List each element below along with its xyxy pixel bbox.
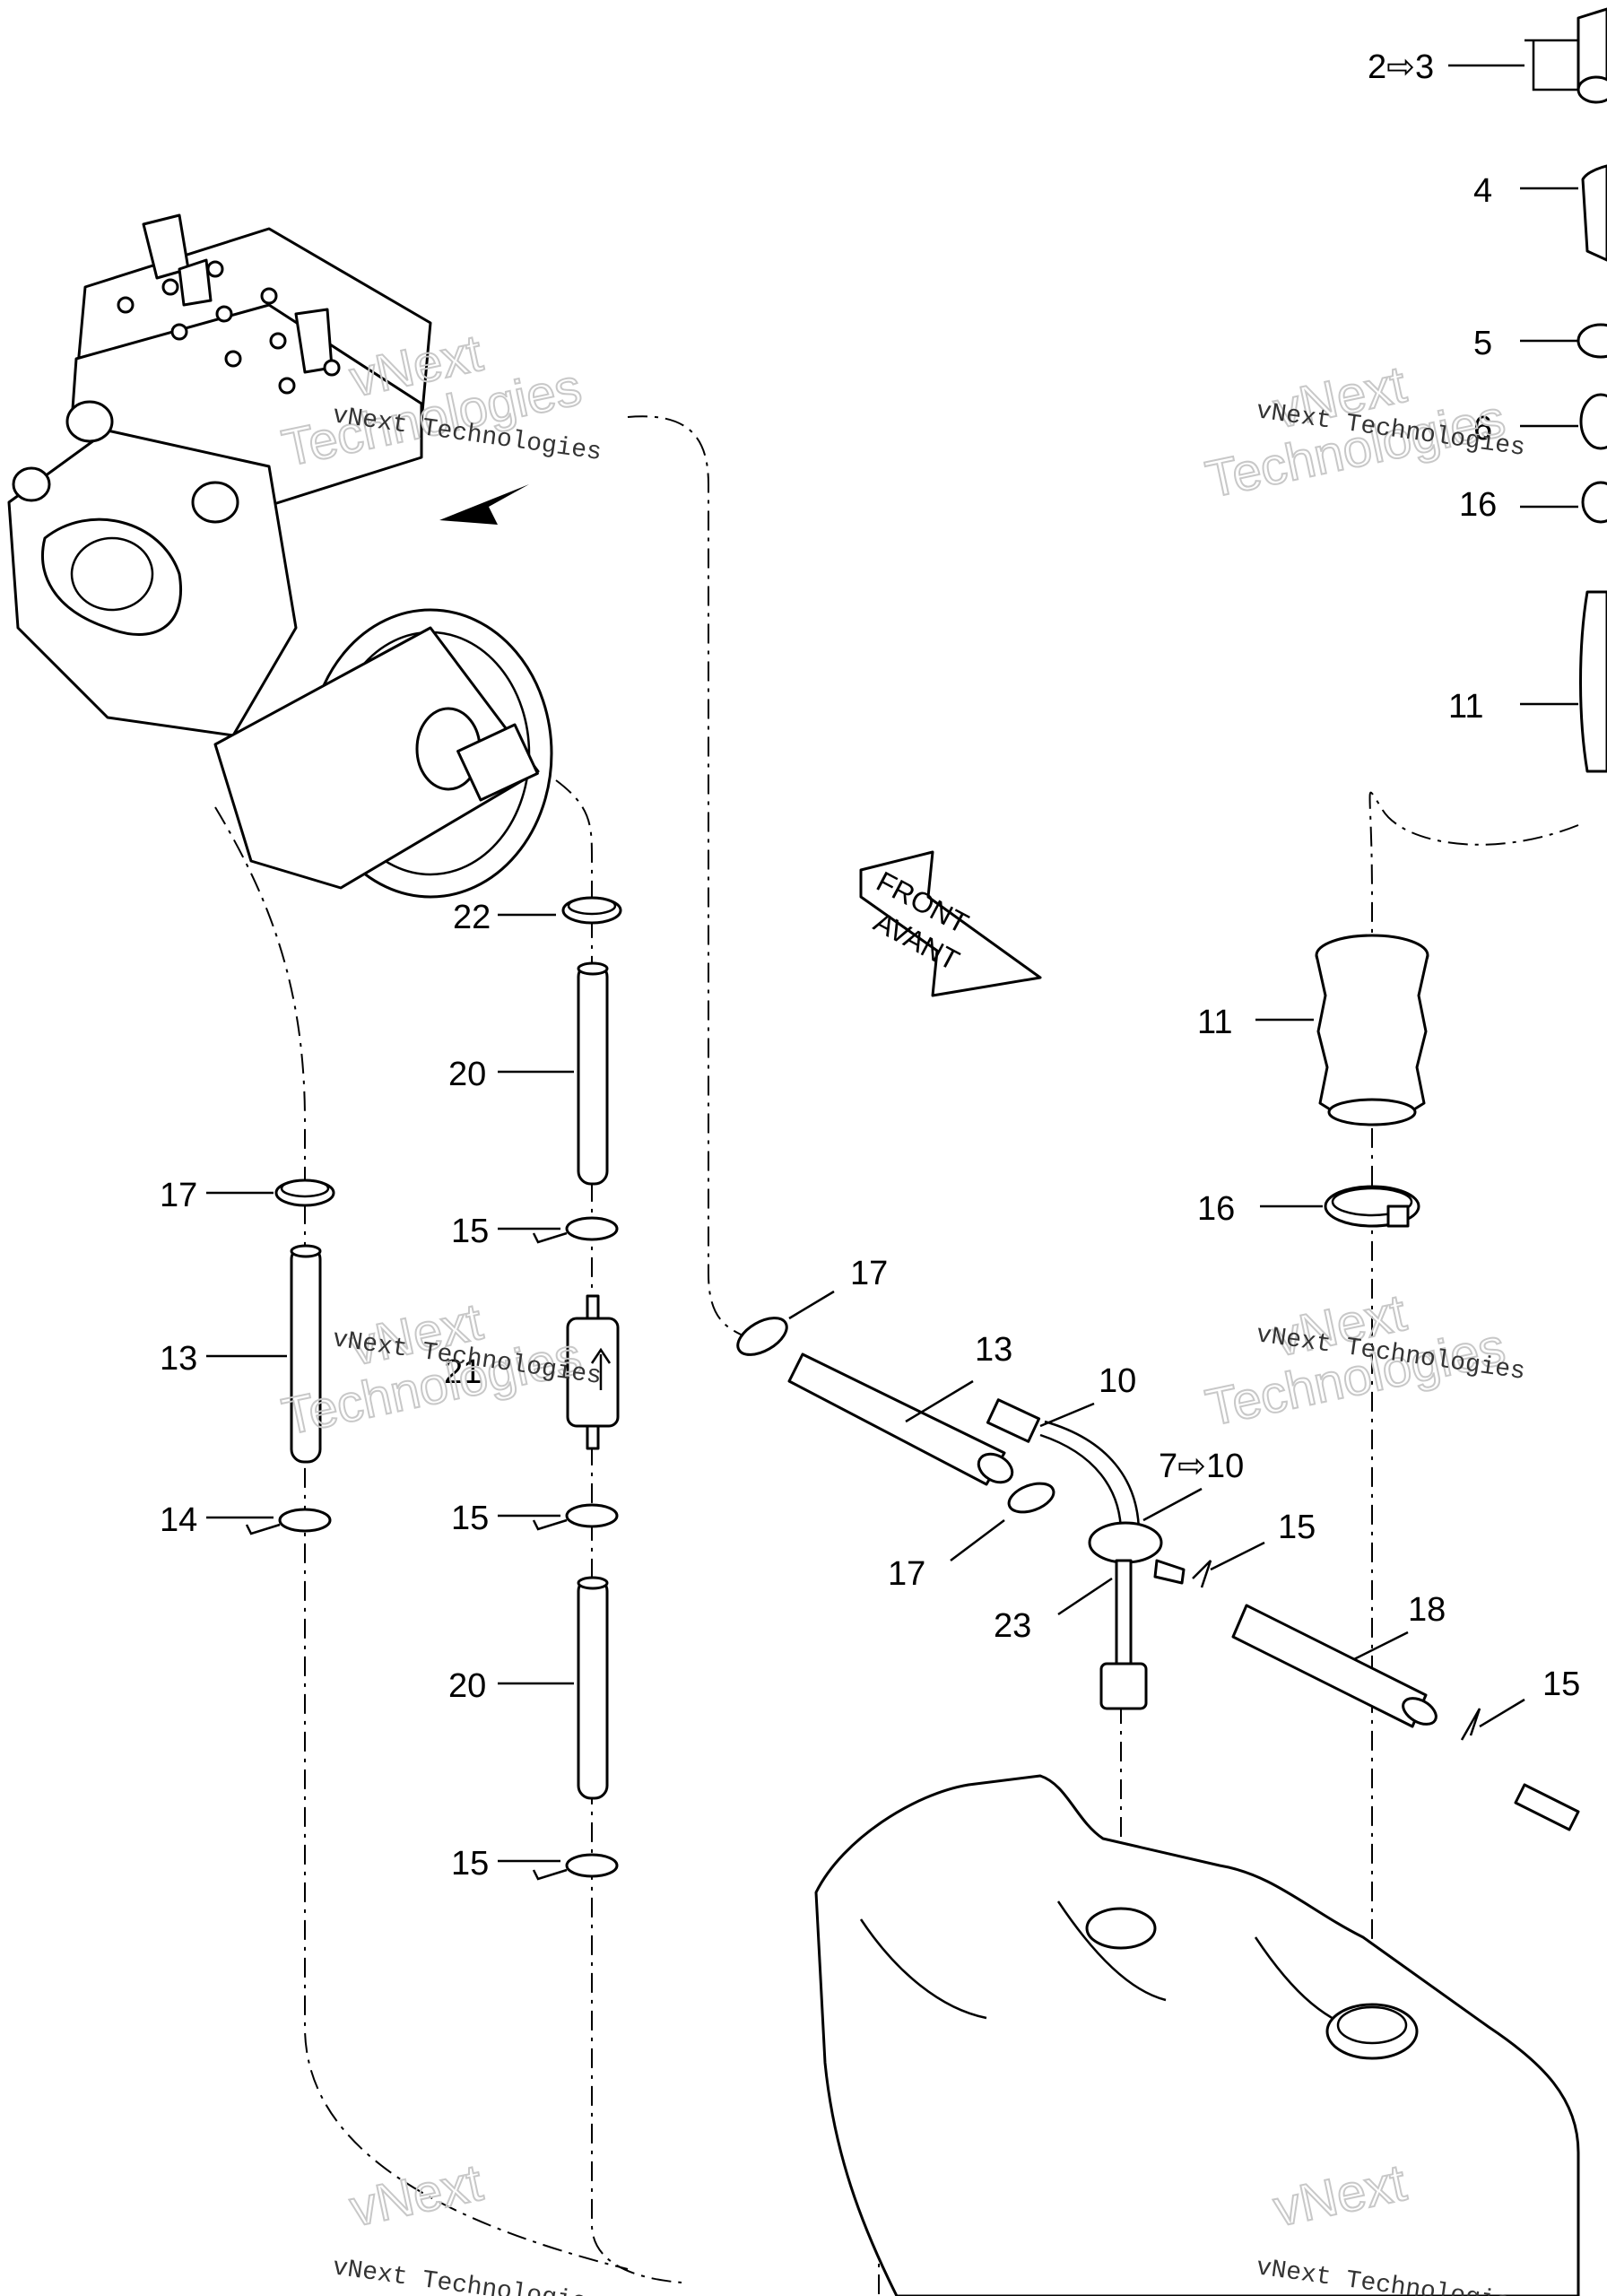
callout-2-3: 2⇨3 — [1368, 48, 1434, 86]
callout-22: 22 — [453, 899, 491, 936]
front-arrow: FRONT AVANT — [859, 850, 1042, 997]
callout-17: 17 — [160, 1177, 197, 1214]
callout-16: 16 — [1459, 486, 1497, 524]
diagonal-hose-chain — [736, 1317, 1580, 1831]
callout-7-10: 7⇨10 — [1159, 1448, 1244, 1485]
callout-4: 4 — [1473, 172, 1492, 210]
flow-arrow-icon — [590, 1347, 612, 1390]
callout-15: 15 — [1278, 1509, 1316, 1546]
callout-17: 17 — [888, 1555, 925, 1593]
callout-23: 23 — [994, 1607, 1031, 1645]
watermark-text: vNext Technologies — [331, 2254, 604, 2296]
center-hose-chain — [532, 896, 622, 1881]
callout-11: 11 — [1197, 1004, 1232, 1041]
callout-10: 10 — [1099, 1362, 1136, 1400]
callout-15: 15 — [451, 1500, 489, 1537]
left-hose-chain — [245, 1178, 335, 1535]
callout-21: 21 — [444, 1353, 482, 1391]
watermark-brand: vNext — [345, 2153, 488, 2238]
bolt-pattern — [117, 260, 341, 395]
clamp-16 — [1324, 1185, 1420, 1228]
callout-11: 11 — [1448, 688, 1483, 726]
callout-5: 5 — [1473, 325, 1492, 362]
filler-stack — [1577, 7, 1607, 773]
callout-17: 17 — [850, 1255, 888, 1292]
callout-16: 16 — [1197, 1190, 1235, 1228]
leader-lines — [206, 39, 1578, 1863]
callout-6: 6 — [1473, 410, 1492, 448]
callout-13: 13 — [160, 1340, 197, 1378]
callout-13: 13 — [975, 1331, 1012, 1369]
callout-15: 15 — [1542, 1665, 1580, 1703]
fuel-tank — [814, 1774, 1580, 2296]
callout-labels: 2⇨3 4 5 6 16 11 22 20 11 17 15 16 17 13 … — [160, 48, 1580, 1883]
callout-15: 15 — [451, 1213, 489, 1250]
callout-20: 20 — [448, 1667, 486, 1705]
callout-20: 20 — [448, 1056, 486, 1093]
filler-bellows — [1315, 934, 1429, 1126]
callout-18: 18 — [1408, 1591, 1446, 1629]
callout-14: 14 — [160, 1501, 197, 1539]
direction-arrow-icon — [439, 484, 529, 525]
callout-15: 15 — [451, 1845, 489, 1883]
engine-assembly — [7, 213, 553, 899]
